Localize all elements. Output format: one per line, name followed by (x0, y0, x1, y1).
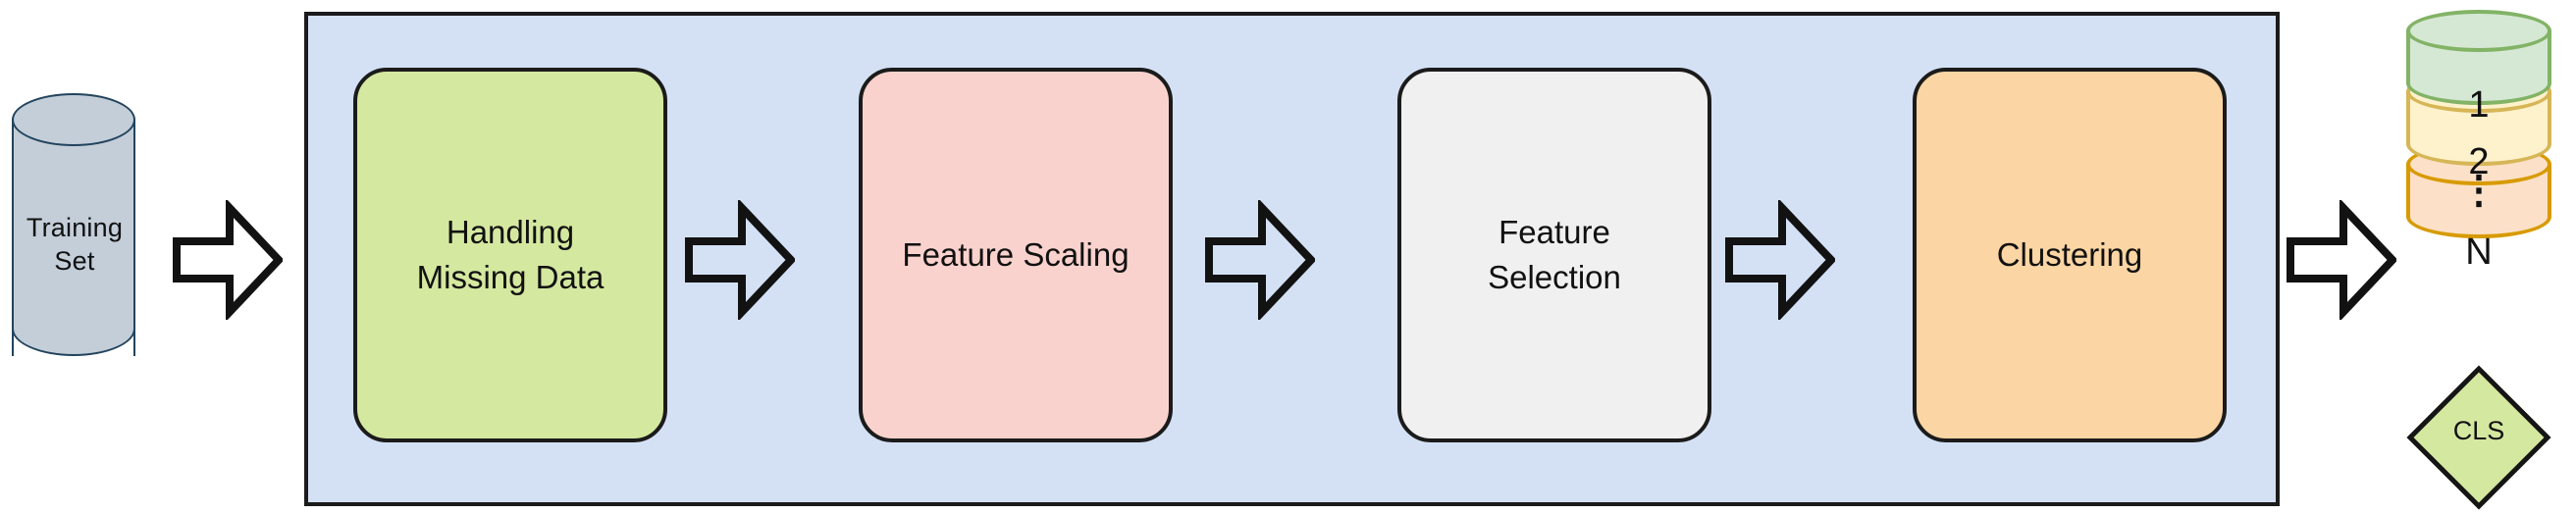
arrow-scaling-to-selection (1205, 200, 1315, 320)
arrow-missing-to-scaling (685, 200, 795, 320)
arrow-source-to-pipeline (173, 200, 283, 320)
training-set-cylinder: Training Set (12, 93, 139, 384)
cylinder-top-ellipse (12, 93, 135, 146)
classifier-label: CLS (2452, 416, 2505, 445)
ellipsis-glyph: ⋮ (2459, 169, 2498, 212)
arrow-selection-to-clustering (1725, 200, 1835, 320)
cluster-label-2: 2 (2468, 141, 2490, 182)
training-set-label: Training Set (26, 213, 124, 276)
stage-clustering[interactable]: Clustering (1913, 68, 2227, 442)
cluster-stack: 1 2 ⋮ N (2406, 10, 2553, 271)
cluster-cylinder-1[interactable] (2406, 10, 2551, 126)
stage-feature-selection[interactable]: Feature Selection (1397, 68, 1711, 442)
cluster-label-1: 1 (2468, 84, 2490, 126)
classifier-node[interactable]: CLS (2402, 361, 2555, 514)
arrow-clustering-to-clusters (2287, 200, 2396, 320)
cylinder-top-ellipse (2406, 10, 2551, 52)
cluster-ellipsis: ⋮ (2406, 169, 2551, 212)
stage-feature-scaling[interactable]: Feature Scaling (859, 68, 1173, 442)
cylinder-side (12, 119, 135, 356)
cluster-label-n: N (2465, 231, 2493, 273)
stage-handling-missing-data[interactable]: Handling Missing Data (353, 68, 667, 442)
